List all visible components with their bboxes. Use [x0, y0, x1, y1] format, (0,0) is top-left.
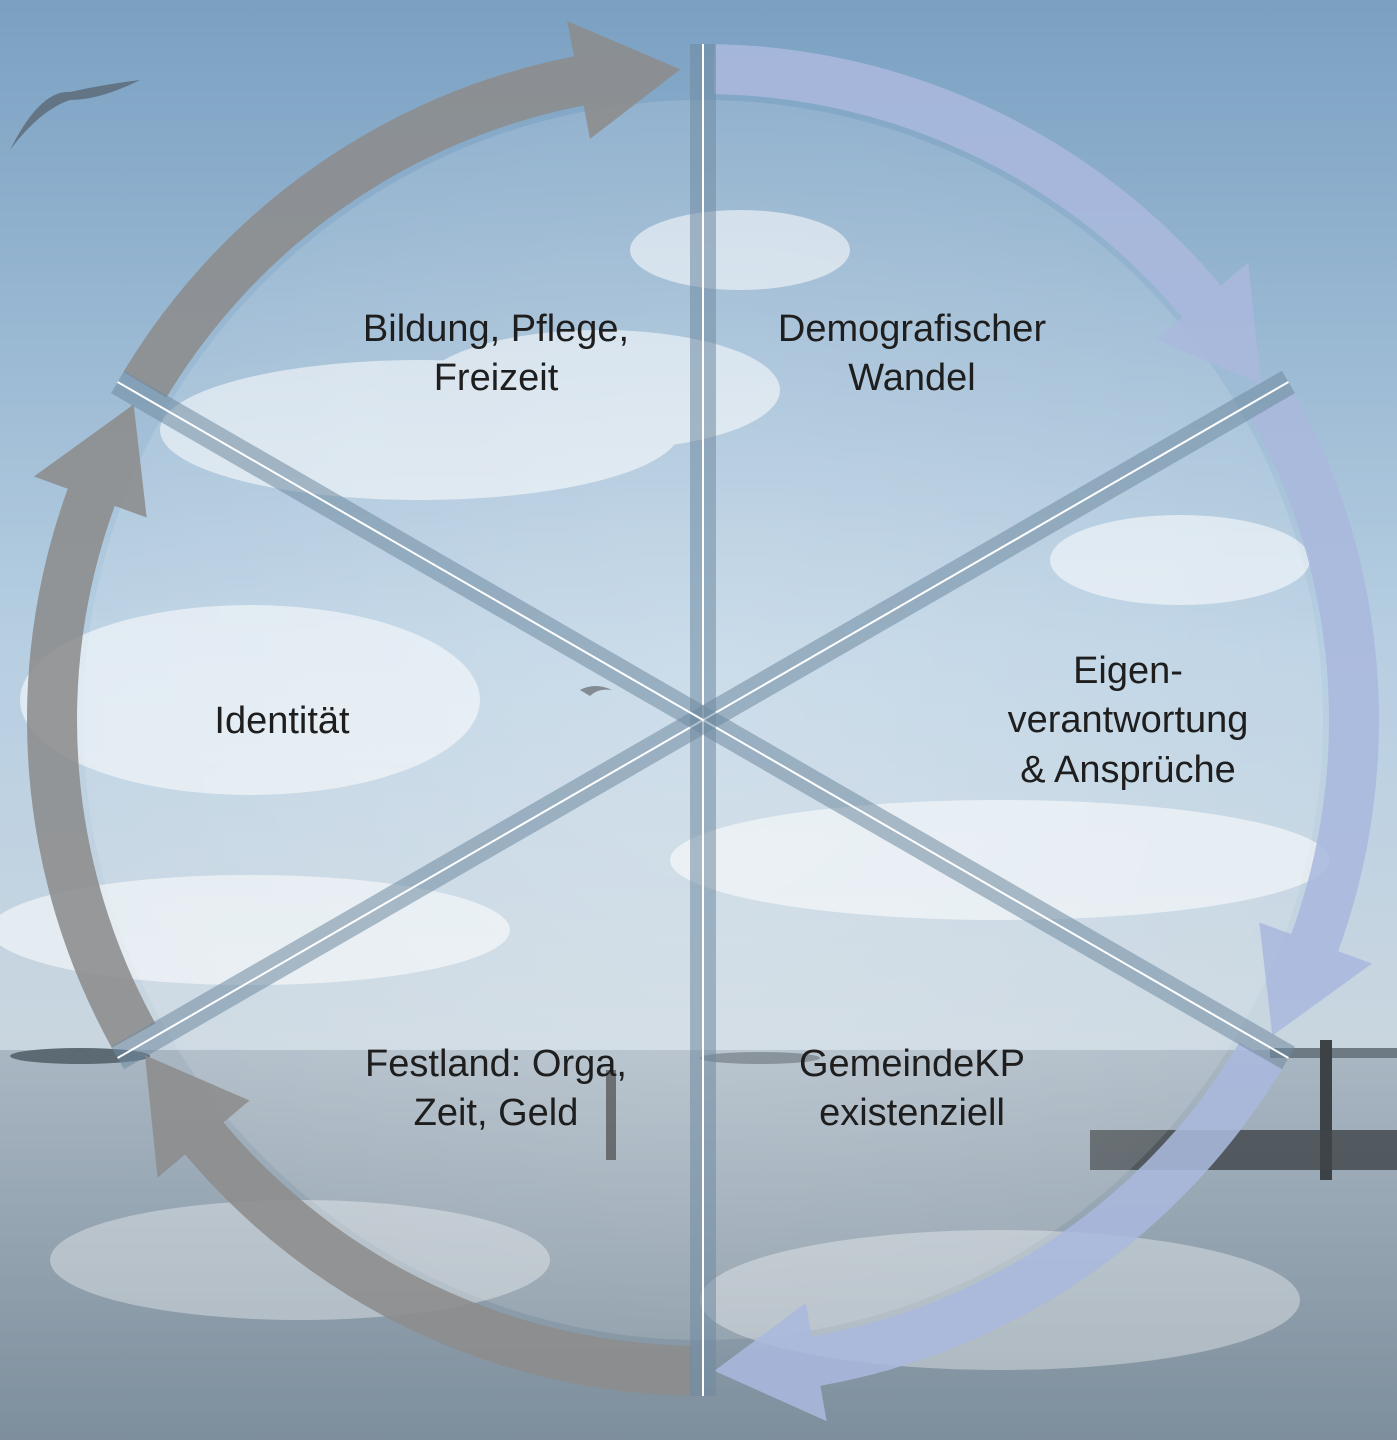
segment-label-bildung: Bildung, Pflege, Freizeit — [362, 308, 630, 400]
cycle-arrow-top-right — [713, 44, 1262, 385]
divider-line-1 — [702, 381, 1289, 721]
divider-line-2 — [702, 719, 1289, 1059]
cycle-arrow-bottom-left — [144, 1055, 693, 1396]
divider-line-4 — [117, 719, 704, 1059]
cycle-arrow-left — [26, 404, 156, 1048]
segment-label-gemeindekp: GemeindeKP existenziell — [798, 1043, 1025, 1135]
segment-label-festland: Festland: Orga, Zeit, Geld — [365, 1043, 627, 1135]
segment-label-identitaet: Identität — [214, 700, 350, 742]
cycle-arrow-top-left — [123, 21, 681, 398]
cycle-arrow-bottom-right — [714, 1042, 1283, 1422]
segment-label-demografischer-wandel: Demografischer Wandel — [777, 308, 1047, 400]
segment-label-eigenverantwortung: Eigen- verantwortung & Ansprüche — [1007, 650, 1249, 791]
divider-line-5 — [117, 381, 704, 721]
cycle-arrow-right — [1250, 392, 1379, 1036]
